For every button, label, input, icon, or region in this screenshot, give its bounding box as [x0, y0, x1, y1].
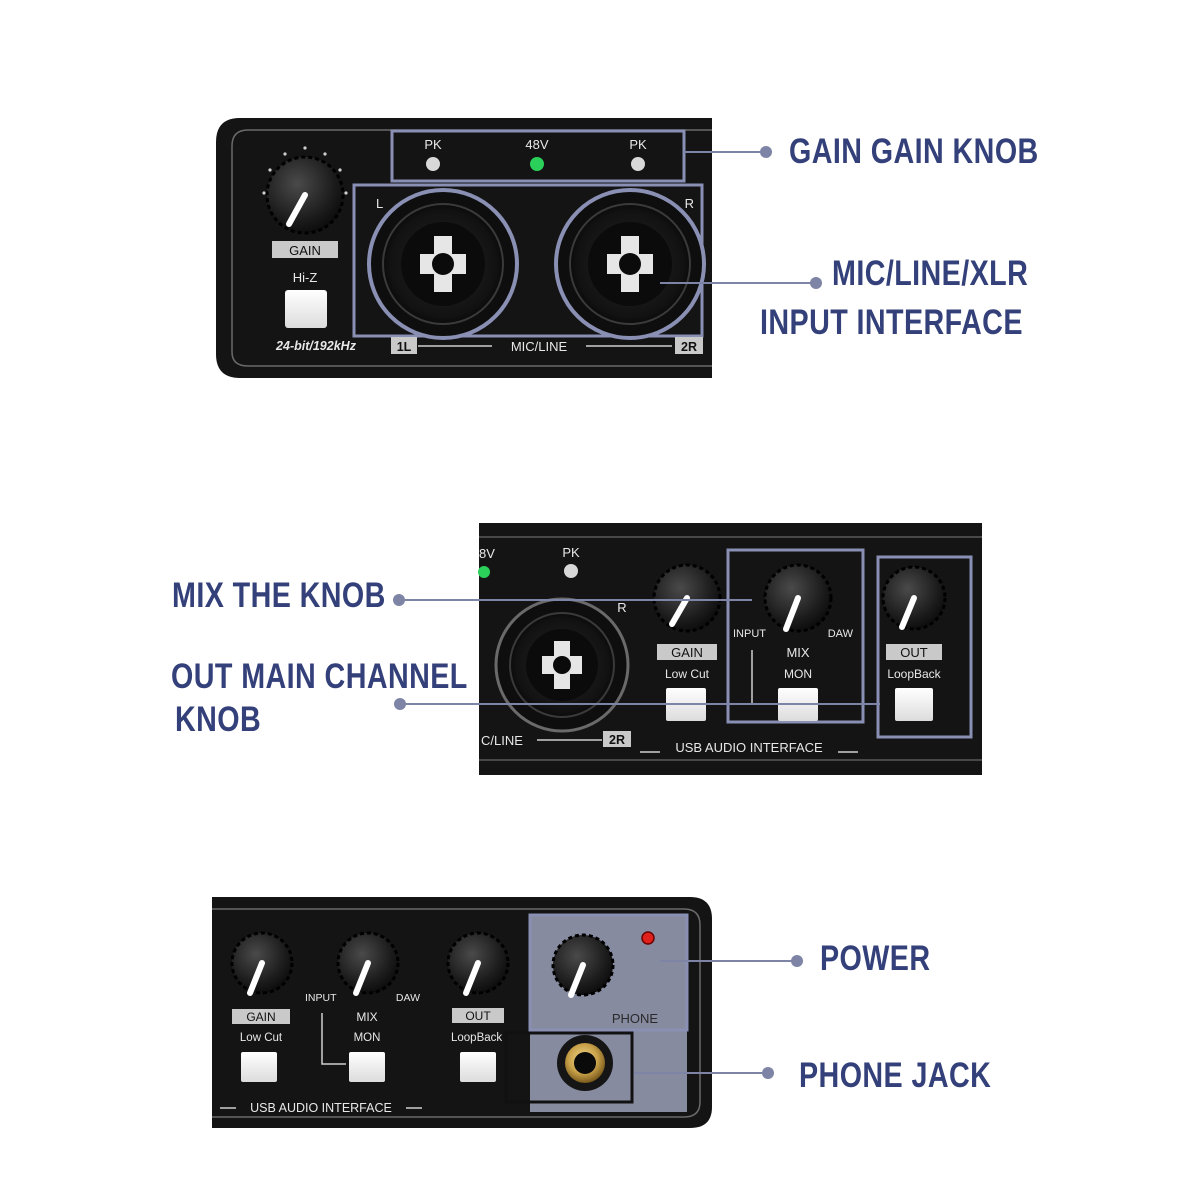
mix-knob-callout: MIX THE KNOB	[172, 571, 386, 621]
lowcut-label: Low Cut	[665, 667, 710, 681]
loopback-label-partial: LoopBack	[451, 1032, 502, 1044]
input-callout-text-2: INPUT INTERFACE	[760, 303, 1023, 342]
mix-knob-callout-text: MIX THE KNOB	[172, 576, 386, 615]
usb-audio-interface-label: USB AUDIO INTERFACE	[675, 740, 823, 755]
out-label: OUT	[900, 645, 928, 660]
mix-knob[interactable]	[336, 931, 400, 996]
power-led	[641, 931, 655, 945]
out-knob-callout-line2: KNOB	[175, 695, 261, 745]
phantom-label-partial: 8V	[479, 546, 495, 561]
gain-label-plate	[232, 1009, 290, 1024]
mon-label: MON	[784, 667, 812, 681]
out-label-plate	[886, 644, 942, 660]
gain-knob[interactable]	[652, 563, 722, 633]
gain-label-plate	[657, 644, 717, 660]
power-callout-dot	[791, 955, 803, 967]
gain-callout-dot	[760, 146, 772, 158]
input-callout-text-1: MIC/LINE/XLR	[832, 254, 1029, 293]
spec-label: 24-bit/192kHz	[275, 339, 357, 353]
gain-knob[interactable]	[230, 931, 294, 996]
phantom-led-partial	[478, 566, 490, 578]
loopback-label-clip: LoopBack	[451, 1032, 502, 1044]
pk-left-label: PK	[424, 137, 442, 152]
input-label: INPUT	[733, 628, 766, 640]
panel-1-input-section: PK 48V PK GAIN Hi-Z 24-bit/192kHz L R	[216, 118, 822, 378]
panel-2-mix-section: 8V PK R GAIN Low Cut INPUT MIX	[393, 523, 982, 775]
phone-label: PHONE	[612, 1011, 659, 1026]
input-callout-line2: INPUT INTERFACE	[760, 298, 1023, 348]
peak-led-left	[426, 157, 440, 171]
phone-section-highlight	[530, 915, 687, 1112]
phone-callout-dot	[762, 1067, 774, 1079]
usb-audio-interface-label: USB AUDIO INTERFACE	[250, 1101, 392, 1115]
xlr-combo-jack[interactable]	[494, 597, 630, 733]
lowcut-button[interactable]	[241, 1052, 277, 1082]
power-callout-text: POWER	[820, 939, 931, 978]
hiz-label: Hi-Z	[293, 270, 318, 285]
loopback-button[interactable]	[460, 1052, 496, 1082]
out-knob[interactable]	[881, 565, 947, 631]
pk-label: PK	[562, 545, 580, 560]
pk-right-label: PK	[629, 137, 647, 152]
input-callout-dot	[810, 277, 822, 289]
phantom-label: 48V	[525, 137, 548, 152]
lowcut-label: Low Cut	[240, 1032, 283, 1044]
input-2-label: 2R	[681, 340, 697, 354]
channel-l-label: L	[376, 196, 383, 211]
hiz-button[interactable]	[285, 290, 327, 328]
out-label-plate	[452, 1008, 504, 1023]
out-highlight-box	[876, 555, 973, 739]
out-knob-callout-text-2: KNOB	[175, 700, 262, 739]
gain-label: GAIN	[246, 1010, 275, 1024]
led-highlight-box	[390, 129, 686, 183]
gain-knob-callout-text: GAIN GAIN KNOB	[789, 132, 1039, 171]
phone-volume-knob[interactable]	[551, 933, 615, 998]
input-2-plate	[603, 731, 631, 747]
input-2-label: 2R	[609, 733, 625, 747]
mix-highlight-box	[726, 548, 865, 724]
peak-led-right	[631, 157, 645, 171]
out-label: OUT	[465, 1009, 491, 1023]
daw-label: DAW	[396, 992, 420, 1004]
mix-label: MIX	[786, 645, 809, 660]
out-knob-callout-line1: OUT MAIN CHANNEL	[171, 652, 468, 702]
phone-jack-box	[504, 1031, 634, 1104]
input-label: INPUT	[305, 992, 337, 1004]
phone-jack-callout-text: PHONE JACK	[799, 1056, 992, 1095]
mic-line-label: MIC/LINE	[511, 339, 568, 354]
phone-jack[interactable]	[557, 1035, 613, 1091]
panel-3-phone-section: GAIN Low Cut INPUT MIX DAW MON OUT LoopB…	[212, 897, 803, 1128]
gain-label: GAIN	[289, 243, 321, 258]
power-callout: POWER	[820, 934, 930, 984]
xlr-combo-jack-left[interactable]	[367, 188, 519, 340]
gain-label-plate	[272, 241, 338, 258]
input-1-plate	[391, 337, 417, 354]
out-knob-callout-text-1: OUT MAIN CHANNEL	[171, 657, 468, 696]
phantom-led	[530, 157, 544, 171]
out-knob[interactable]	[446, 931, 510, 996]
gain-label: GAIN	[671, 645, 703, 660]
loopback-button[interactable]	[895, 688, 933, 721]
mix-knob[interactable]	[763, 563, 833, 633]
channel-r-label: R	[617, 600, 626, 615]
daw-label: DAW	[828, 628, 854, 640]
channel-r-label: R	[685, 196, 694, 211]
out-callout-dot	[394, 698, 406, 710]
gain-knob[interactable]	[262, 146, 348, 235]
mic-line-label-partial: C/LINE	[481, 733, 523, 748]
mon-label: MON	[354, 1032, 381, 1044]
input-1-label: 1L	[397, 340, 412, 354]
peak-led	[564, 564, 578, 578]
input-2-plate	[675, 337, 703, 354]
mon-button[interactable]	[349, 1052, 385, 1082]
gain-knob-callout: GAIN GAIN KNOB	[789, 127, 1039, 177]
phone-jack-callout: PHONE JACK	[799, 1051, 991, 1101]
input-callout-line1: MIC/LINE/XLR	[832, 249, 1028, 299]
loopback-label: LoopBack	[887, 667, 941, 681]
mix-label: MIX	[356, 1010, 377, 1024]
mix-callout-dot	[393, 594, 405, 606]
xlr-combo-jack-right[interactable]	[554, 188, 706, 340]
